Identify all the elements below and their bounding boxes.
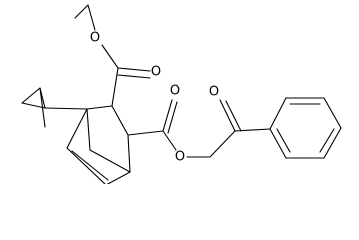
bond-carbonyl-double-4: [167, 101, 178, 134]
chemical-structure-diagram: O O O O O: [21, 4, 342, 184]
bond-core-3: [127, 134, 131, 173]
bond-ph-3: [323, 97, 342, 129]
bond-alkene-2: [71, 150, 109, 181]
ethyl-ester-group: [101, 44, 151, 107]
atom-label-ester2-carbonyl-o: O: [170, 84, 180, 99]
bond-core-4: [66, 108, 88, 149]
bond-core-1: [86, 105, 113, 110]
phenacyl-ester-group: [127, 99, 271, 158]
bond-ch3-ch2: [74, 4, 89, 19]
bond-ring-to-carbonyl: [127, 130, 164, 136]
bond-ph-6: [269, 128, 287, 159]
bond-cp-a: [21, 87, 41, 104]
cyclopropane-ring: [21, 87, 88, 128]
bond-core-bridge-b: [89, 149, 131, 173]
bond-ketone-to-phenyl: [234, 128, 271, 132]
ethyl-group: [74, 4, 96, 31]
bond-o-carbonyl-carbon: [101, 44, 119, 69]
atom-label-ester2-ether-o: O: [175, 150, 185, 165]
bond-cp-bridge-2: [39, 87, 46, 128]
bond-cp-bridge-1: [44, 107, 88, 110]
bond-ph-inner-3: [276, 128, 291, 153]
bicyclic-core: [66, 105, 131, 184]
bond-ketone-double-2: [225, 100, 242, 132]
bond-carbonyl-double-3: [162, 99, 173, 132]
bond-ph-1: [269, 97, 287, 130]
bond-ester1-to-ring: [111, 67, 119, 107]
phenyl-ring: [269, 97, 342, 159]
bond-ph-4: [323, 127, 342, 159]
bond-cp-b: [21, 102, 46, 109]
bond-core-2: [111, 105, 129, 136]
bond-core-5: [106, 171, 131, 184]
bond-core-bridge-a: [86, 108, 91, 151]
bond-carbonyl-double-2: [117, 74, 151, 79]
bond-ch2-ketone: [209, 130, 236, 158]
atom-label-ester1-ether-o: O: [90, 31, 100, 46]
bond-alkene-1: [66, 147, 106, 184]
bond-ph-inner-2: [319, 128, 335, 153]
bond-carbonyl-double-1: [117, 67, 151, 72]
bond-ketone-double-1: [219, 99, 236, 132]
bond-carbonyl-to-o: [162, 130, 177, 151]
atom-label-ketone-o: O: [209, 85, 219, 100]
atom-label-ester1-carbonyl-o: O: [151, 65, 161, 80]
bond-ch2-o: [87, 4, 96, 31]
